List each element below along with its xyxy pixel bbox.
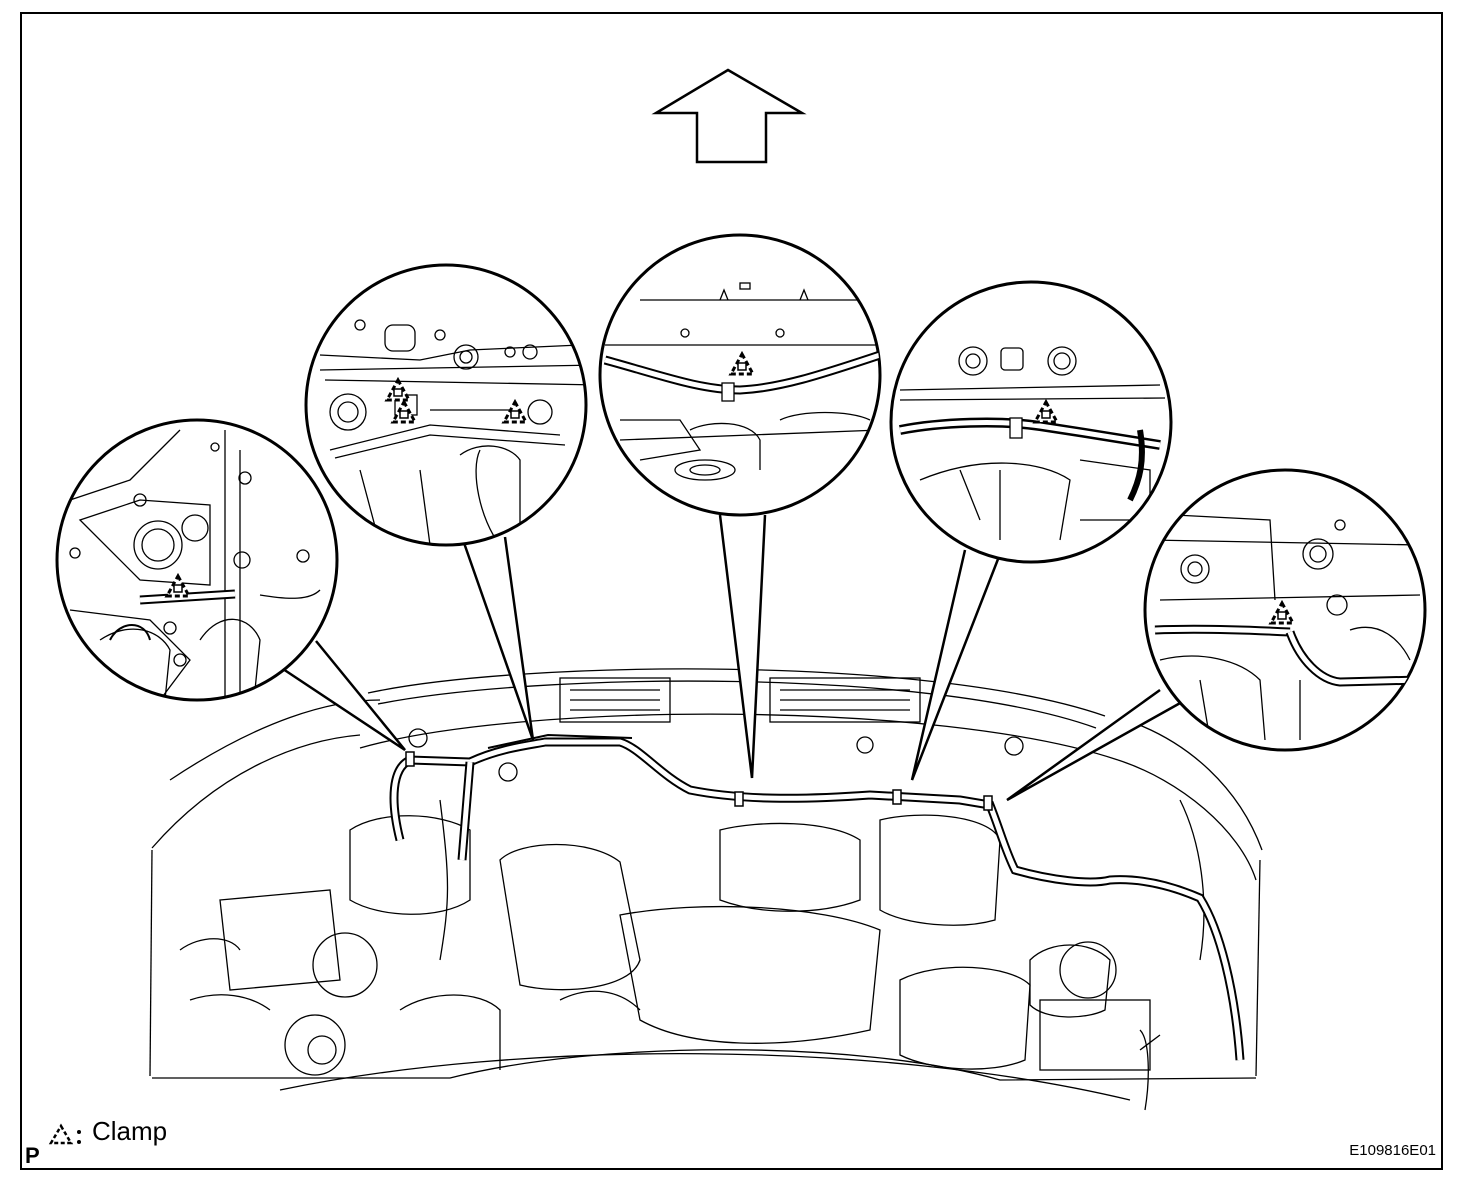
callout-left [55, 418, 339, 702]
legend-label: Clamp [92, 1116, 168, 1146]
up-arrow-icon [651, 68, 807, 164]
callout-left-center [304, 263, 588, 547]
wire-harness [389, 733, 1245, 1061]
callout-right [1143, 468, 1427, 752]
clamp-triangle-icon [48, 1123, 81, 1145]
figure-border [20, 12, 1443, 1170]
figure-id: E109816E01 [1349, 1142, 1436, 1159]
corner-mark: P [25, 1143, 40, 1168]
callout-center [598, 233, 882, 517]
callout-leaders [282, 514, 1183, 802]
callout-right-center [889, 280, 1173, 564]
